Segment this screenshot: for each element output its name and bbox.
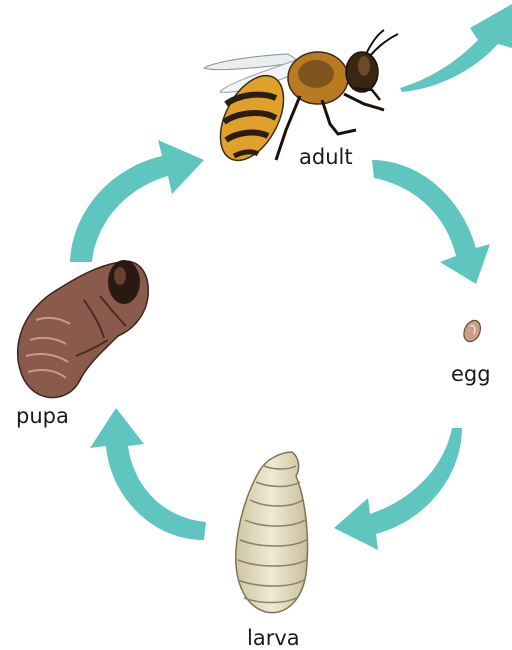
- arrow-larva-to-pupa-icon: [90, 408, 206, 540]
- stage-label-adult: adult: [299, 147, 353, 168]
- arrow-pupa-to-adult-icon: [70, 140, 204, 262]
- stage-label-pupa: pupa: [16, 406, 69, 427]
- bee-egg-icon: [464, 320, 480, 341]
- bee-pupa-icon: [18, 260, 148, 398]
- arrow-adult-to-egg-icon: [372, 160, 490, 284]
- arrow-egg-to-larva-icon: [334, 428, 462, 550]
- stage-label-larva: larva: [247, 628, 300, 649]
- stage-label-egg: egg: [451, 364, 491, 385]
- arrow-exit-icon: [400, 4, 512, 92]
- bee-larva-icon: [236, 452, 308, 613]
